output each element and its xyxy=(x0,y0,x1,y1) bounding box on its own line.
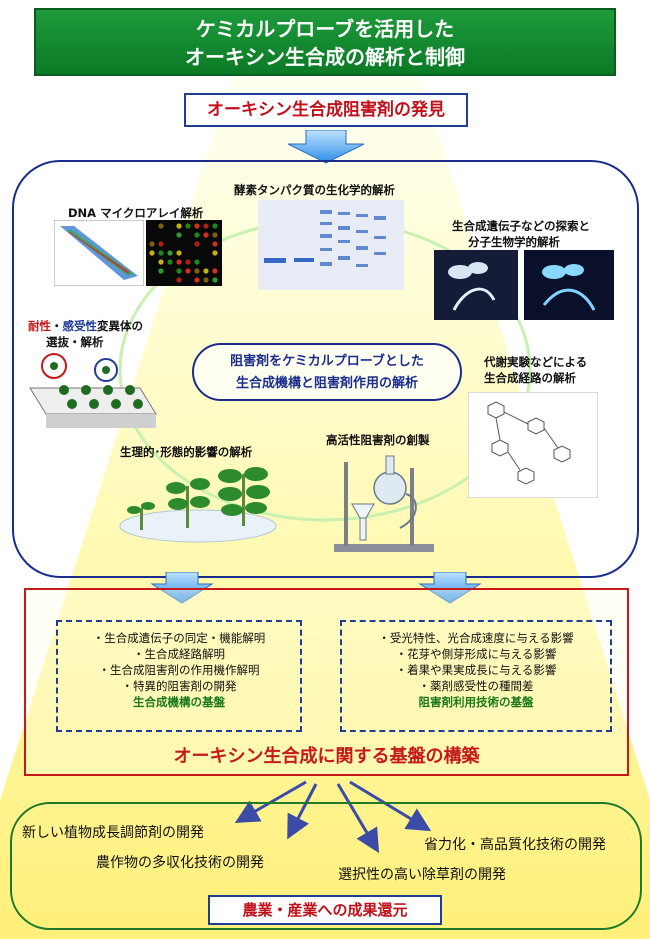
down-arrow-right-icon xyxy=(418,572,482,604)
discovery-box: オーキシン生合成阻害剤の発見 xyxy=(184,93,468,127)
microarray-spot xyxy=(212,241,218,247)
bio-highlight: 生合成機構の基盤 xyxy=(133,695,225,709)
microarray-spot xyxy=(176,277,182,283)
microarray-spot xyxy=(185,259,191,265)
inh-highlight: 阻害剤利用技術の基盤 xyxy=(418,695,534,709)
microarray-spot xyxy=(167,250,173,256)
return-item-2: 農作物の多収化技術の開発 xyxy=(96,855,264,871)
inh-item-1: ・受光特性、光合成速度に与える影響 xyxy=(378,631,574,645)
microarray-spot xyxy=(212,268,218,274)
inh-item-3: ・着果や果実成長に与える影響 xyxy=(395,663,557,677)
high-activity-label: 高活性阻害剤の創製 xyxy=(326,433,430,447)
returns-panel xyxy=(10,802,642,930)
returns-box: 農業・産業への成果還元 xyxy=(208,895,442,925)
inh-item-4: ・薬剤感受性の種間差 xyxy=(418,679,534,693)
mutant-label-2: 選抜・解析 xyxy=(46,335,104,349)
microarray-spot xyxy=(212,277,218,283)
title-line-2: オーキシン生合成の解析と制御 xyxy=(185,45,465,69)
title-line-1: ケミカルプローブを活用した xyxy=(195,17,455,41)
bio-item-1: ・生合成遺伝子の同定・機能解明 xyxy=(92,631,266,645)
microarray-spot xyxy=(176,259,182,265)
return-item-4: 省力化・高品質化技術の開発 xyxy=(424,837,606,853)
seedling-fluorescence-image xyxy=(434,250,614,320)
microarray-spot xyxy=(203,277,209,283)
plants-growth-image xyxy=(119,467,277,543)
microarray-spot xyxy=(185,268,191,274)
resistant-text: 耐性 xyxy=(28,319,51,333)
microarray-spot xyxy=(149,241,155,247)
microarray-spot xyxy=(176,232,182,238)
foundation-panel xyxy=(24,588,629,776)
physiological-label: 生理的･形態的影響の解析 xyxy=(120,445,253,459)
microarray-spot xyxy=(158,259,164,265)
mutant-label-1: 耐性・感受性変異体の xyxy=(28,318,143,334)
enzyme-protein-label: 酵素タンパク質の生化学的解析 xyxy=(234,183,395,197)
gene-search-label-1: 生合成遺伝子などの探索と xyxy=(452,219,590,233)
microarray-spot xyxy=(158,241,164,247)
microarray-spot xyxy=(212,250,218,256)
microarray-spot xyxy=(203,268,209,274)
microarray-spot xyxy=(203,223,209,229)
metabolic-label-2: 生合成経路の解析 xyxy=(484,371,576,385)
microarray-spot xyxy=(158,223,164,229)
bio-item-3: ・生合成阻害剤の作用機作解明 xyxy=(98,663,260,677)
microarray-spot xyxy=(158,268,164,274)
lab-glassware-image xyxy=(334,455,434,552)
sensitive-text: 感受性 xyxy=(62,319,98,333)
bio-item-2: ・生合成経路解明 xyxy=(133,647,225,661)
metabolic-pathway-image xyxy=(468,392,598,498)
microarray-spot xyxy=(194,232,200,238)
microarray-scatter-image xyxy=(54,220,144,286)
microarray-spot xyxy=(194,241,200,247)
microarray-spot xyxy=(176,268,182,274)
microarray-spot xyxy=(194,223,200,229)
bio-item-4: ・特異的阻害剤の開発 xyxy=(121,679,237,693)
microarray-spot xyxy=(194,277,200,283)
biosynthesis-foundation-box: ・生合成遺伝子の同定・機能解明 ・生合成経路解明 ・生合成阻害剤の作用機作解明 … xyxy=(56,620,302,732)
mutant-suffix: 変異体の xyxy=(97,319,143,333)
microarray-spot xyxy=(176,223,182,229)
return-item-1: 新しい植物成長調節剤の開発 xyxy=(22,825,204,841)
dna-microarray-label: DNA マイクロアレイ解析 xyxy=(68,206,204,220)
microarray-spot xyxy=(167,259,173,265)
mutant-selection-tray-image xyxy=(29,353,157,428)
microarray-spot xyxy=(194,268,200,274)
central-line-2: 生合成機構と阻害剤作用の解析 xyxy=(235,376,418,391)
microarray-spot xyxy=(212,232,218,238)
microarray-spot xyxy=(203,232,209,238)
microarray-spot xyxy=(185,223,191,229)
metabolic-label-1: 代謝実験などによる xyxy=(484,355,588,369)
page-title: ケミカルプローブを活用した オーキシン生合成の解析と制御 xyxy=(34,8,616,76)
protein-gel-image xyxy=(258,200,404,290)
gene-search-label-2: 分子生物学的解析 xyxy=(468,235,560,249)
microarray-spot xyxy=(176,250,182,256)
microarray-spot xyxy=(149,250,155,256)
down-arrow-left-icon xyxy=(150,572,214,604)
analysis-panel xyxy=(12,160,639,578)
foundation-title: オーキシン生合成に関する基盤の構築 xyxy=(173,746,480,767)
return-item-3: 選択性の高い除草剤の開発 xyxy=(338,867,506,883)
microarray-spot xyxy=(194,259,200,265)
central-line-1: 阻害剤をケミカルプローブとした xyxy=(230,354,424,369)
central-concept-oval: 阻害剤をケミカルプローブとした 生合成機構と阻害剤作用の解析 xyxy=(192,343,462,401)
mutant-dot: ・ xyxy=(51,319,63,333)
microarray-spot xyxy=(212,223,218,229)
diverging-arrows xyxy=(234,780,432,854)
down-arrow-icon xyxy=(287,130,365,164)
inhibitor-foundation-box: ・受光特性、光合成速度に与える影響 ・花芽や側芽形成に与える影響 ・着果や果実成… xyxy=(340,620,612,732)
microarray-spots-image xyxy=(146,220,222,286)
microarray-spot xyxy=(158,250,164,256)
inh-item-2: ・花芽や側芽形成に与える影響 xyxy=(395,647,557,661)
